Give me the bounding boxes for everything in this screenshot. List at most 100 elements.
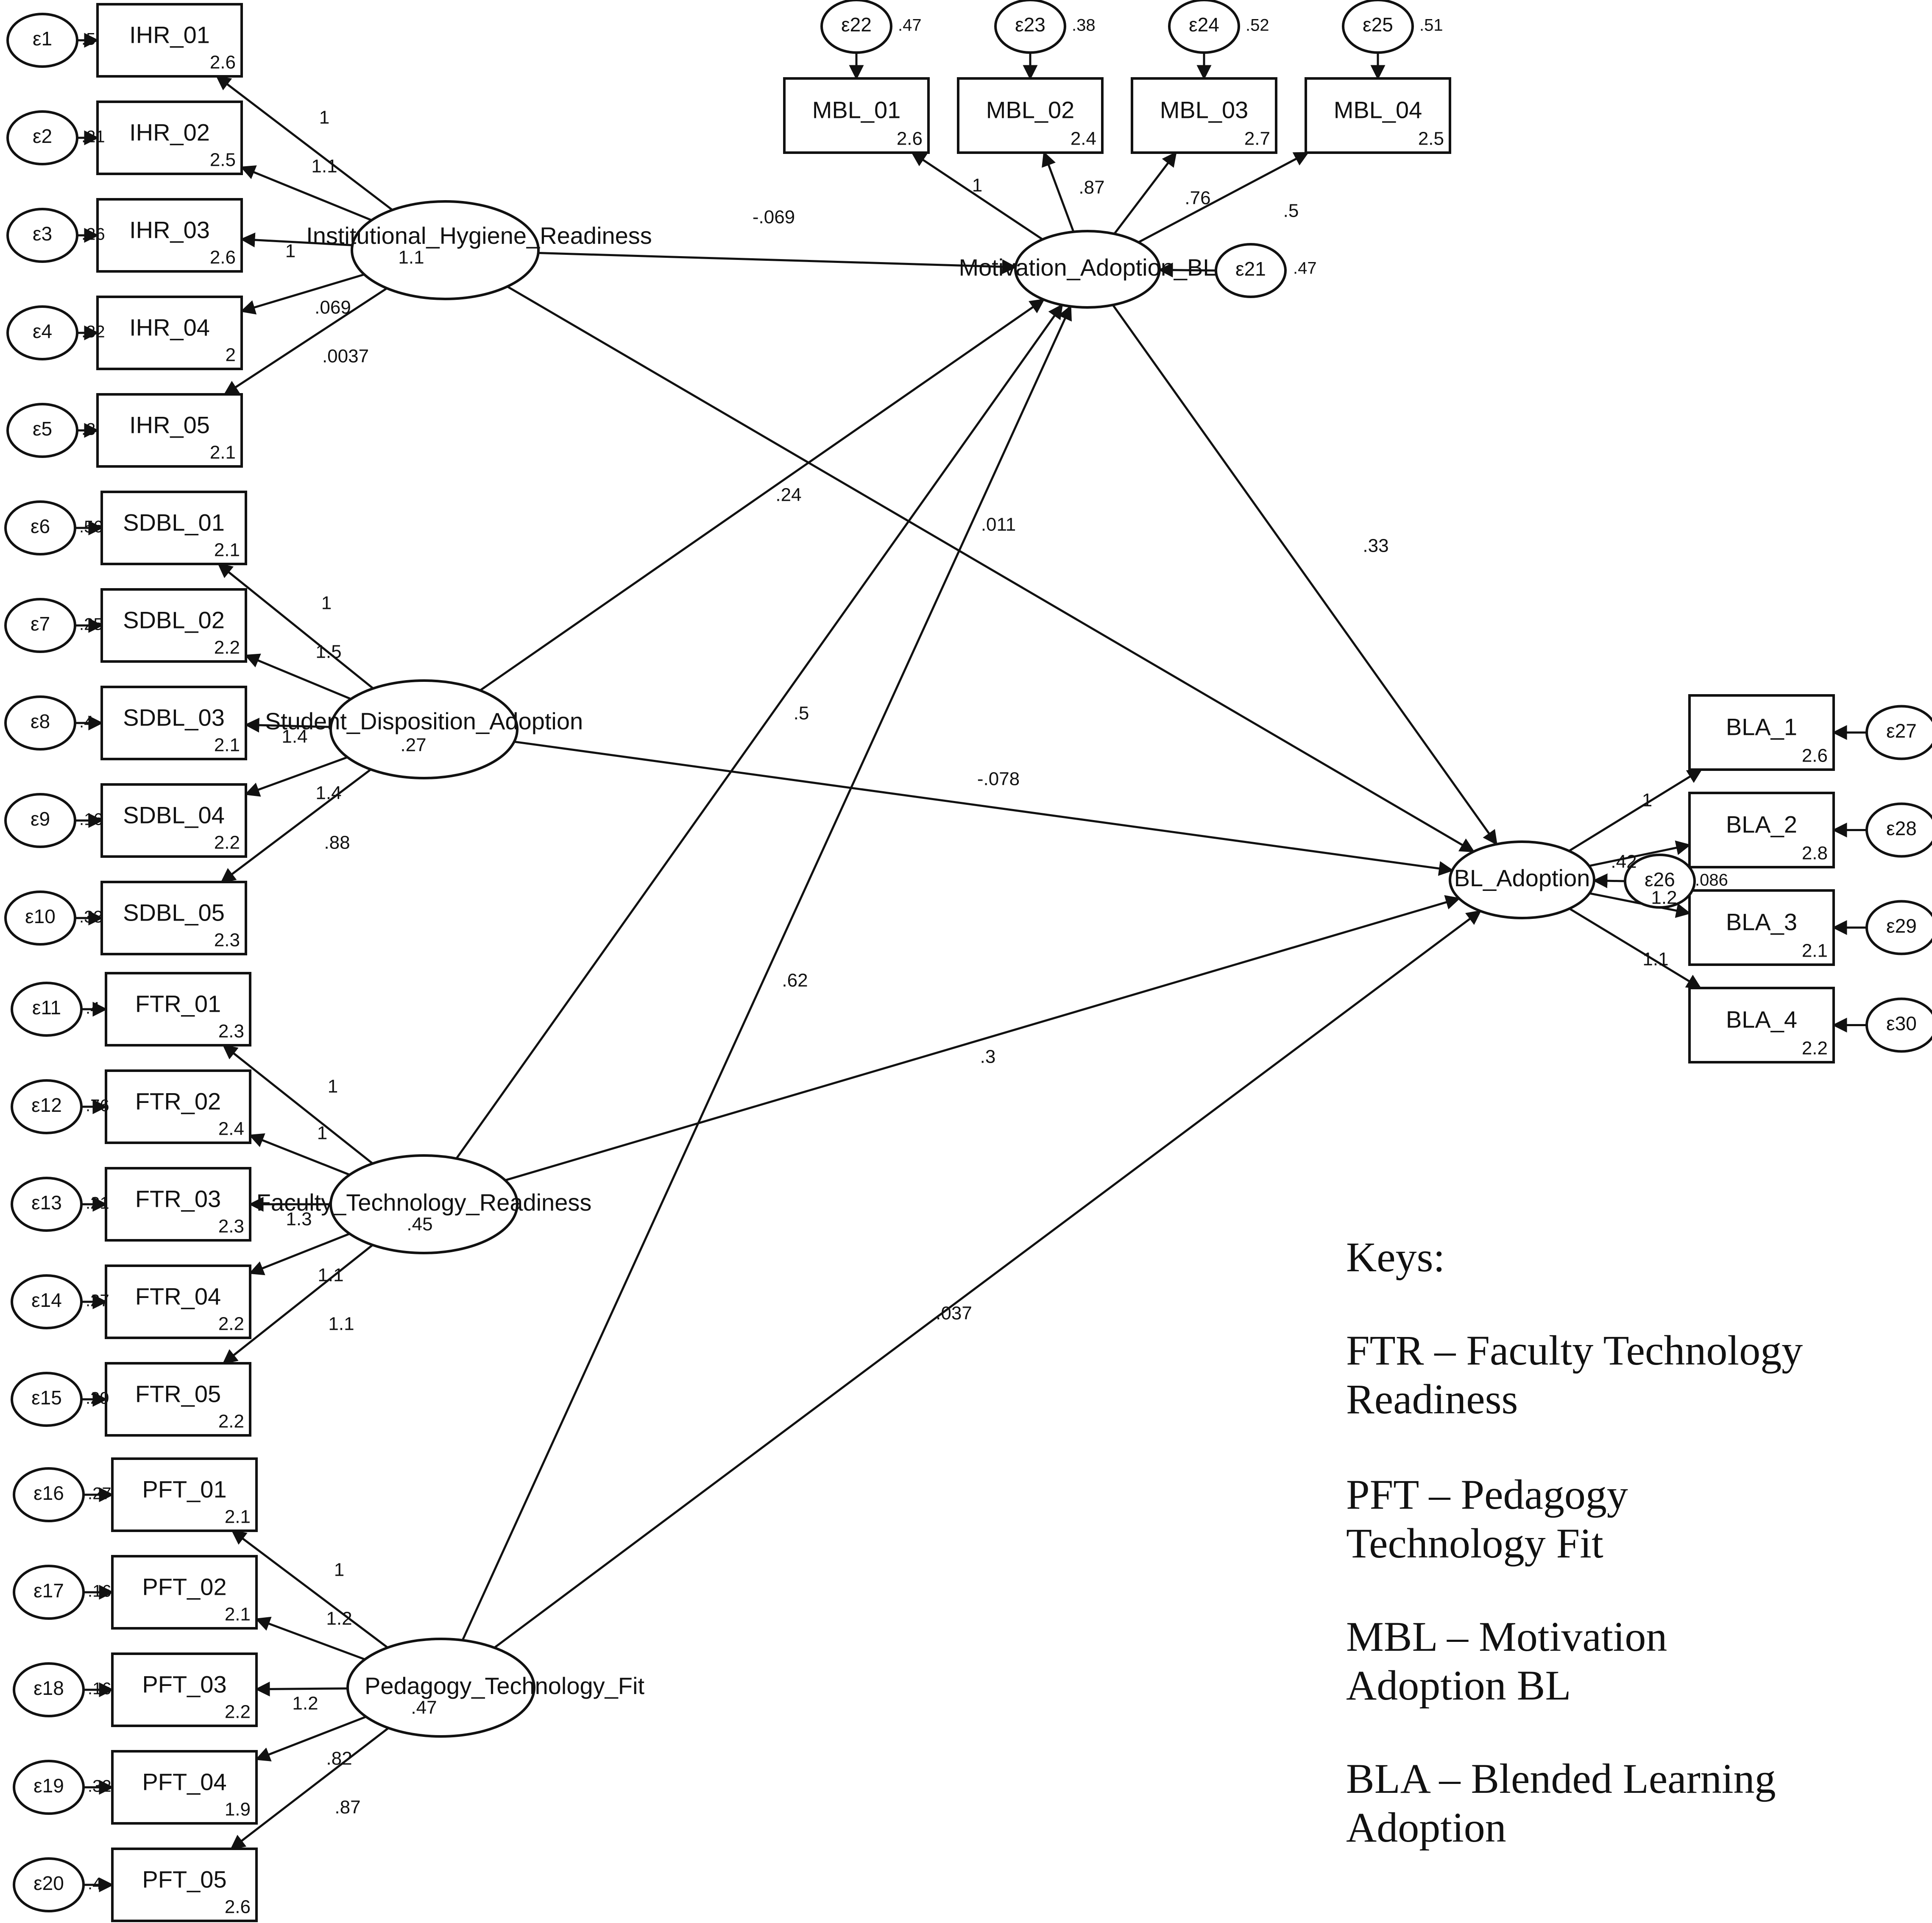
indicator-box-ftr-03 bbox=[105, 1167, 251, 1242]
error-term-4 bbox=[6, 305, 78, 360]
loading-value-ihr-01: 1 bbox=[319, 107, 329, 128]
path-arrow-faculty-technology-readiness-to-bl-adoption bbox=[505, 895, 1461, 1181]
error-variance-mbl-02: .38 bbox=[1072, 16, 1096, 35]
latent-ellipse-motivation-adoption-bl bbox=[1014, 230, 1161, 309]
error-variance-ihr-02: .21 bbox=[81, 128, 105, 146]
path-arrow-motivation-adoption-bl-to-bl-adoption bbox=[1112, 304, 1498, 846]
error-term-6 bbox=[4, 500, 76, 555]
error-term-14 bbox=[11, 1274, 83, 1329]
indicator-intercept-mbl-02: 2.4 bbox=[1071, 128, 1096, 149]
loading-value-bla-2: .42 bbox=[1611, 851, 1636, 872]
error-variance-pft-03: .16 bbox=[88, 1680, 112, 1698]
keys-line-1: FTR – Faculty Technology bbox=[1346, 1327, 1803, 1374]
latent-ellipse-pedagogy-technology-fit bbox=[346, 1638, 535, 1738]
loading-value-ftr-04: 1.1 bbox=[318, 1265, 343, 1286]
error-name-1: ε1 bbox=[33, 28, 52, 50]
indicator-intercept-sdbl-04: 2.2 bbox=[214, 832, 240, 853]
error-name-2: ε2 bbox=[33, 125, 52, 147]
loading-value-ihr-04: .069 bbox=[315, 297, 351, 318]
error-term-18 bbox=[13, 1662, 85, 1717]
indicator-box-bla-3 bbox=[1688, 889, 1835, 966]
loading-value-ftr-03: 1.3 bbox=[286, 1209, 312, 1230]
indicator-intercept-bla-1: 2.6 bbox=[1802, 745, 1828, 766]
loading-value-ihr-05: .0037 bbox=[322, 346, 369, 367]
indicator-box-sdbl-02 bbox=[100, 588, 247, 663]
loading-value-pft-05: .87 bbox=[335, 1797, 360, 1818]
latent-name-motivation-adoption-bl: Motivation_Adoption_BL bbox=[959, 254, 1216, 281]
path-coef-2: .011 bbox=[981, 514, 1016, 535]
indicator-intercept-pft-01: 2.1 bbox=[225, 1507, 251, 1527]
error-term-27 bbox=[1865, 705, 1932, 760]
loading-arrow-pft-05 bbox=[230, 1727, 389, 1850]
error-term-24 bbox=[1168, 0, 1240, 54]
path-arrow-pedagogy-technology-fit-to-bl-adoption bbox=[493, 910, 1482, 1649]
structural-error-21 bbox=[1215, 243, 1287, 298]
structural-error-arrow-21 bbox=[1158, 262, 1216, 278]
error-name-4: ε4 bbox=[33, 320, 52, 342]
indicator-intercept-ftr-04: 2.2 bbox=[218, 1314, 244, 1334]
loading-value-mbl-01: 1 bbox=[972, 175, 982, 196]
loading-value-sdbl-03: 1.4 bbox=[282, 726, 307, 747]
keys-line-2: Readiness bbox=[1346, 1376, 1518, 1423]
loading-value-pft-02: 1.2 bbox=[326, 1608, 352, 1629]
error-term-25 bbox=[1342, 0, 1414, 54]
keys-line-3: PFT – Pedagogy bbox=[1346, 1471, 1628, 1518]
keys-line-6: Adoption BL bbox=[1346, 1662, 1571, 1709]
indicator-name-sdbl-03: SDBL_03 bbox=[123, 704, 225, 731]
keys-line-7: BLA – Blended Learning bbox=[1346, 1755, 1776, 1802]
latent-ellipse-faculty-technology-readiness bbox=[329, 1154, 519, 1254]
indicator-intercept-ftr-03: 2.3 bbox=[218, 1216, 244, 1237]
error-term-1 bbox=[6, 13, 78, 68]
indicator-box-ihr-03 bbox=[96, 198, 243, 273]
loading-value-sdbl-04: 1.4 bbox=[315, 783, 341, 804]
indicator-intercept-pft-05: 2.6 bbox=[225, 1897, 251, 1917]
structural-error-variance-21: .47 bbox=[1293, 259, 1317, 278]
error-term-8 bbox=[4, 695, 76, 751]
loading-value-pft-01: 1 bbox=[334, 1560, 344, 1580]
path-coef-6: .3 bbox=[980, 1047, 996, 1067]
error-name-15: ε15 bbox=[31, 1387, 62, 1409]
error-variance-ftr-01: .4 bbox=[86, 999, 100, 1018]
indicator-intercept-mbl-04: 2.5 bbox=[1418, 128, 1444, 149]
loading-arrow-sdbl-01 bbox=[217, 563, 374, 689]
error-name-14: ε14 bbox=[31, 1289, 62, 1311]
loading-value-mbl-03: .76 bbox=[1185, 188, 1210, 209]
indicator-box-pft-04 bbox=[111, 1750, 258, 1825]
indicator-box-pft-01 bbox=[111, 1457, 258, 1532]
loading-arrow-ftr-05 bbox=[222, 1244, 374, 1365]
indicator-name-sdbl-05: SDBL_05 bbox=[123, 899, 225, 926]
path-coef-9: .33 bbox=[1363, 536, 1388, 556]
indicator-intercept-sdbl-01: 2.1 bbox=[214, 540, 240, 561]
loading-arrow-ihr-04 bbox=[240, 273, 365, 315]
error-name-12: ε12 bbox=[31, 1094, 62, 1116]
indicator-name-sdbl-04: SDBL_04 bbox=[123, 801, 225, 828]
loading-value-bla-4: 1.1 bbox=[1642, 949, 1668, 970]
edge-layer bbox=[75, 33, 1867, 1892]
path-coef-3: .24 bbox=[775, 485, 801, 505]
indicator-name-mbl-02: MBL_02 bbox=[986, 97, 1075, 123]
keys-line-4: Technology Fit bbox=[1346, 1520, 1603, 1567]
indicator-name-bla-3: BLA_3 bbox=[1726, 909, 1797, 935]
error-variance-ihr-03: .26 bbox=[81, 225, 105, 244]
error-term-23 bbox=[994, 0, 1066, 54]
indicator-box-mbl-02 bbox=[957, 77, 1104, 154]
error-term-20 bbox=[13, 1857, 85, 1912]
latent-intercept-institutional-hygiene-readiness: 1.1 bbox=[398, 247, 424, 268]
indicator-intercept-mbl-03: 2.7 bbox=[1244, 128, 1270, 149]
error-variance-ihr-01: .5 bbox=[81, 30, 95, 49]
node-layer bbox=[4, 0, 1932, 1922]
label-layer: -.069.011.24-.078.5.3.62.037.33IHR_012.6… bbox=[25, 14, 1917, 1917]
loading-value-sdbl-01: 1 bbox=[321, 593, 332, 614]
indicator-box-pft-05 bbox=[111, 1848, 258, 1922]
indicator-box-bla-2 bbox=[1688, 792, 1835, 868]
error-name-18: ε18 bbox=[33, 1677, 64, 1699]
keys-title: Keys: bbox=[1346, 1234, 1445, 1281]
keys-line-8: Adoption bbox=[1346, 1804, 1506, 1851]
error-term-7 bbox=[4, 598, 76, 653]
keys-line-5: MBL – Motivation bbox=[1346, 1613, 1667, 1660]
loading-arrow-sdbl-05 bbox=[220, 768, 372, 883]
indicator-box-ihr-02 bbox=[96, 100, 243, 175]
error-term-13 bbox=[11, 1177, 83, 1232]
loading-arrow-bla-1 bbox=[1568, 768, 1703, 852]
error-name-23: ε23 bbox=[1015, 14, 1045, 36]
